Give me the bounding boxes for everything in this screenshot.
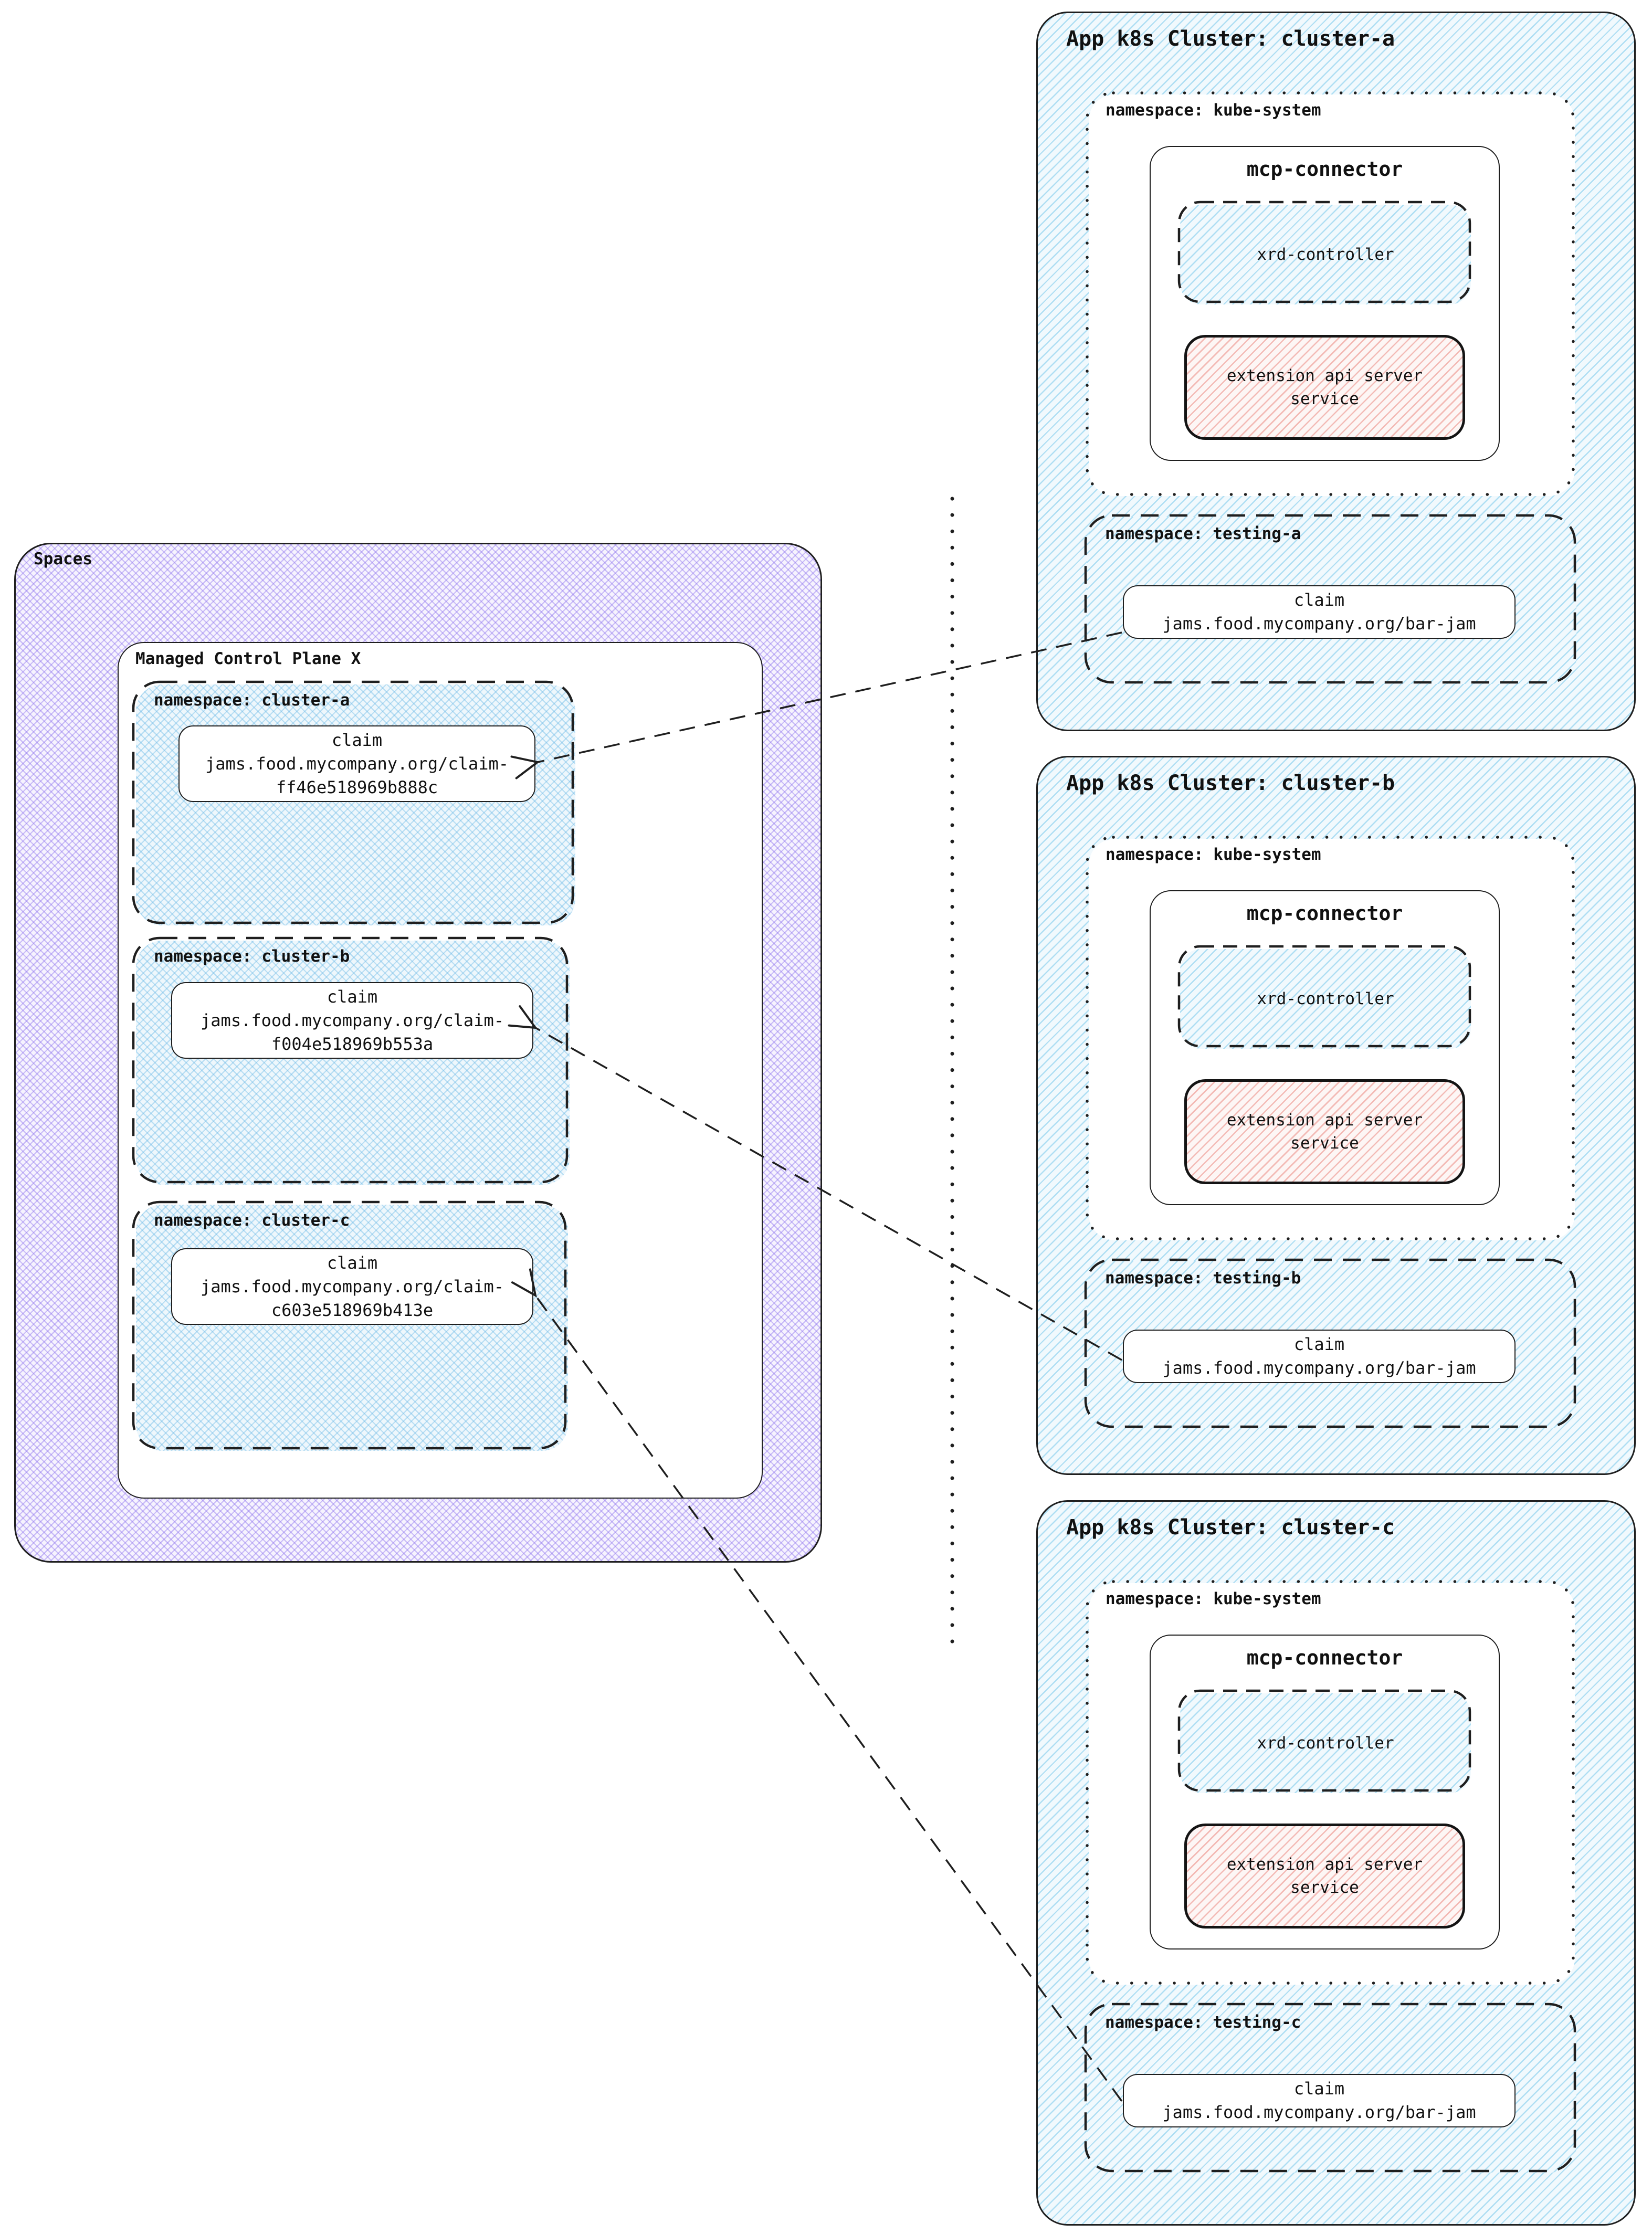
namespace-testing-a-box: namespace: testing-a claim jams.food.myc… xyxy=(1087,517,1576,684)
claim-title: claim xyxy=(331,730,383,750)
namespace-cluster-c-label: namespace: cluster-c xyxy=(154,1211,350,1230)
claim-title: claim xyxy=(1293,590,1345,610)
namespace-cluster-a-label: namespace: cluster-a xyxy=(154,691,350,710)
namespace-kube-system-label: namespace: kube-system xyxy=(1106,845,1321,864)
extension-api-server-label-line1: extension api server xyxy=(1226,1855,1423,1874)
claim-resource-line2: f004e518969b553a xyxy=(271,1034,434,1054)
claim-resource-line1: jams.food.mycompany.org/claim- xyxy=(201,1010,504,1030)
claim-title: claim xyxy=(1293,1334,1345,1354)
extension-api-server-label-line1: extension api server xyxy=(1226,1111,1423,1130)
cluster-b-title: App k8s Cluster: cluster-b xyxy=(1066,771,1395,795)
extension-api-server-label-line2: service xyxy=(1290,389,1359,408)
namespace-cluster-a-box: namespace: cluster-a claim jams.food.myc… xyxy=(136,684,575,925)
namespace-kube-system-box-a: namespace: kube-system mcp-connector xrd… xyxy=(1089,94,1575,496)
namespace-cluster-b-box: namespace: cluster-b claim jams.food.myc… xyxy=(136,941,570,1185)
claim-resource-line1: jams.food.mycompany.org/claim- xyxy=(205,753,509,774)
namespace-cluster-c-box: namespace: cluster-c claim jams.food.myc… xyxy=(136,1205,568,1451)
xrd-controller-box-a: xrd-controller xyxy=(1180,205,1471,304)
namespace-cluster-b-label: namespace: cluster-b xyxy=(154,947,350,966)
claim-box-cluster-c: claim jams.food.mycompany.org/claim- c60… xyxy=(171,1248,533,1325)
mcp-connector-box-b: mcp-connector xrd-controller extension a… xyxy=(1150,890,1500,1205)
xrd-controller-label: xrd-controller xyxy=(1257,989,1394,1008)
namespace-kube-system-box-b: namespace: kube-system mcp-connector xrd… xyxy=(1089,839,1575,1240)
xrd-controller-box-b: xrd-controller xyxy=(1180,949,1471,1049)
claim-box-testing-a: claim jams.food.mycompany.org/bar-jam xyxy=(1123,585,1516,639)
cluster-c-panel: App k8s Cluster: cluster-c namespace: ku… xyxy=(1036,1500,1636,2226)
namespace-kube-system-label: namespace: kube-system xyxy=(1106,101,1321,120)
cluster-b-panel: App k8s Cluster: cluster-b namespace: ku… xyxy=(1036,756,1636,1475)
spaces-panel: Spaces Managed Control Plane X namespace… xyxy=(14,543,822,1563)
mcp-connector-box-a: mcp-connector xrd-controller extension a… xyxy=(1150,146,1500,461)
mcp-connector-label: mcp-connector xyxy=(1246,1646,1403,1669)
extension-api-server-box-c: extension api server service xyxy=(1184,1824,1465,1929)
extension-api-server-box-a: extension api server service xyxy=(1184,335,1465,440)
claim-resource-line1: jams.food.mycompany.org/bar-jam xyxy=(1162,614,1476,634)
namespace-testing-a-label: namespace: testing-a xyxy=(1105,524,1301,543)
namespace-testing-c-label: namespace: testing-c xyxy=(1105,2013,1301,2032)
claim-resource-line1: jams.food.mycompany.org/claim- xyxy=(201,1276,504,1297)
claim-box-testing-b: claim jams.food.mycompany.org/bar-jam xyxy=(1123,1330,1516,1383)
claim-title: claim xyxy=(327,986,378,1007)
claim-box-cluster-b: claim jams.food.mycompany.org/claim- f00… xyxy=(171,982,533,1059)
namespace-kube-system-box-c: namespace: kube-system mcp-connector xrd… xyxy=(1089,1583,1575,1985)
namespace-testing-b-box: namespace: testing-b claim jams.food.myc… xyxy=(1087,1261,1576,1428)
namespace-testing-c-box: namespace: testing-c claim jams.food.myc… xyxy=(1087,2006,1576,2173)
managed-control-plane-box: Managed Control Plane X namespace: clust… xyxy=(118,642,763,1499)
claim-resource-line1: jams.food.mycompany.org/bar-jam xyxy=(1162,1358,1476,1378)
mcp-connector-label: mcp-connector xyxy=(1246,902,1403,925)
spaces-label: Spaces xyxy=(34,550,92,568)
extension-api-server-label-line1: extension api server xyxy=(1226,366,1423,385)
claim-resource-line2: c603e518969b413e xyxy=(271,1300,434,1320)
xrd-controller-label: xrd-controller xyxy=(1257,245,1394,264)
xrd-controller-label: xrd-controller xyxy=(1257,1734,1394,1753)
cluster-a-panel: App k8s Cluster: cluster-a namespace: ku… xyxy=(1036,12,1636,731)
namespace-testing-b-label: namespace: testing-b xyxy=(1105,1269,1301,1288)
claim-box-cluster-a: claim jams.food.mycompany.org/claim- ff4… xyxy=(178,725,535,802)
cluster-a-title: App k8s Cluster: cluster-a xyxy=(1066,27,1395,51)
extension-api-server-box-b: extension api server service xyxy=(1184,1079,1465,1184)
extension-api-server-label-line2: service xyxy=(1290,1878,1359,1897)
extension-api-server-label-line2: service xyxy=(1290,1134,1359,1153)
mcp-connector-box-c: mcp-connector xrd-controller extension a… xyxy=(1150,1635,1500,1950)
claim-box-testing-c: claim jams.food.mycompany.org/bar-jam xyxy=(1123,2074,1516,2127)
claim-title: claim xyxy=(1293,2079,1345,2099)
xrd-controller-box-c: xrd-controller xyxy=(1180,1693,1471,1793)
claim-resource-line1: jams.food.mycompany.org/bar-jam xyxy=(1162,2102,1476,2122)
claim-resource-line2: ff46e518969b888c xyxy=(276,777,438,797)
claim-title: claim xyxy=(327,1252,378,1273)
managed-control-plane-label: Managed Control Plane X xyxy=(135,649,361,668)
namespace-kube-system-label: namespace: kube-system xyxy=(1106,1589,1321,1608)
mcp-connector-label: mcp-connector xyxy=(1246,157,1403,181)
cluster-c-title: App k8s Cluster: cluster-c xyxy=(1066,1515,1395,1540)
